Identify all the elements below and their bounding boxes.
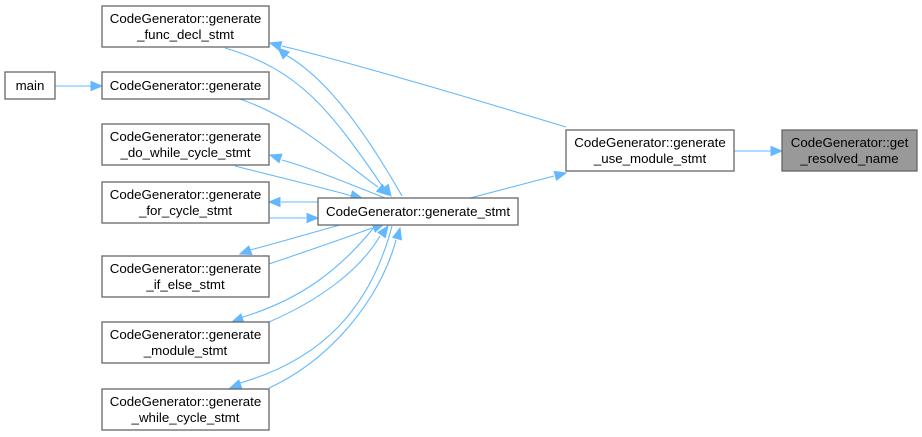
- node-for-cycle[interactable]: CodeGenerator::generate_for_cycle_stmt: [101, 181, 270, 224]
- arrowhead-icon: [375, 183, 390, 196]
- edge-while_cycle-to-stmt: [268, 226, 403, 389]
- arrowhead-icon: [553, 170, 568, 182]
- edge-line: [268, 235, 381, 323]
- node-box: [781, 129, 918, 172]
- edge-stmt-to-while_cycle: [228, 225, 393, 389]
- node-label: _while_cycle_stmt: [131, 410, 240, 425]
- node-func-decl[interactable]: CodeGenerator::generate_func_decl_stmt: [101, 5, 270, 48]
- edge-stmt-to-for_cycle: [267, 196, 318, 208]
- arrowhead-icon: [228, 379, 243, 389]
- arrowhead-icon: [90, 80, 104, 92]
- node-label: CodeGenerator::generate: [110, 327, 262, 342]
- edge-use_module-to-func_decl: [268, 41, 567, 128]
- edge-stmt-to-use_module: [469, 170, 568, 199]
- node-do-while[interactable]: CodeGenerator::generate_do_while_cycle_s…: [101, 123, 270, 166]
- node-label: CodeGenerator::generate: [574, 135, 726, 150]
- node-label: CodeGenerator::generate: [110, 78, 262, 93]
- edge-line: [281, 159, 386, 199]
- node-label: _for_cycle_stmt: [138, 203, 232, 218]
- node-box: [101, 123, 270, 166]
- edge-line: [268, 227, 373, 265]
- edge-line: [239, 225, 393, 384]
- arrowhead-icon: [391, 226, 403, 241]
- node-if-else[interactable]: CodeGenerator::generate_if_else_stmt: [101, 255, 270, 298]
- node-box: [565, 129, 735, 172]
- edge-line: [224, 47, 384, 188]
- node-use-module[interactable]: CodeGenerator::generate_use_module_stmt: [565, 129, 735, 172]
- arrowhead-icon: [230, 313, 245, 323]
- node-label: CodeGenerator::generate: [110, 11, 262, 26]
- arrowhead-icon: [267, 196, 281, 208]
- node-label: CodeGenerator::generate: [110, 394, 262, 409]
- node-label: _resolved_name: [799, 151, 898, 166]
- node-box: [101, 388, 270, 431]
- edge-line: [281, 45, 567, 128]
- node-label: CodeGenerator::generate_stmt: [326, 204, 510, 219]
- edge-stmt-to-if_else: [238, 224, 341, 255]
- node-label: CodeGenerator::generate: [110, 261, 262, 276]
- edge-line: [268, 239, 397, 389]
- node-box: [101, 181, 270, 224]
- edge-module-to-stmt: [268, 224, 389, 323]
- node-while-cycle[interactable]: CodeGenerator::generate_while_cycle_stmt: [101, 388, 270, 431]
- arrowhead-icon: [770, 145, 784, 157]
- arrowhead-icon: [277, 47, 291, 60]
- edge-line: [469, 175, 555, 199]
- node-label: CodeGenerator::generate: [110, 187, 262, 202]
- node-label: _func_decl_stmt: [136, 27, 234, 42]
- edge-stmt-to-func_decl: [277, 47, 403, 197]
- arrowhead-icon: [238, 245, 253, 255]
- edge-stmt-to-do_while: [268, 153, 386, 199]
- node-resolved: CodeGenerator::get_resolved_name: [781, 129, 918, 172]
- edge-line: [239, 225, 376, 319]
- edge-line: [249, 224, 341, 251]
- node-box: [4, 71, 56, 100]
- node-box: [101, 321, 270, 364]
- edge-if_else-to-stmt: [268, 223, 386, 265]
- edge-use_module-to-resolved: [734, 145, 784, 157]
- node-label: main: [16, 78, 45, 93]
- node-box: [101, 5, 270, 48]
- arrowhead-icon: [377, 224, 389, 239]
- node-label: _use_module_stmt: [593, 151, 707, 166]
- node-label: CodeGenerator::generate: [110, 129, 262, 144]
- node-label: _do_while_cycle_stmt: [119, 145, 250, 160]
- node-label: CodeGenerator::get: [791, 135, 909, 150]
- node-label: _if_else_stmt: [145, 277, 225, 292]
- node-label: _module_stmt: [143, 343, 228, 358]
- edge-line: [239, 98, 379, 188]
- arrowhead-icon: [306, 212, 320, 224]
- edge-line: [285, 54, 403, 197]
- node-stmt[interactable]: CodeGenerator::generate_stmt: [317, 197, 519, 226]
- edge-generate-to-stmt: [239, 98, 390, 196]
- edge-line: [234, 165, 353, 197]
- node-box: [101, 255, 270, 298]
- edge-main-to-generate: [55, 80, 104, 92]
- edge-for_cycle-to-stmt: [269, 212, 320, 224]
- arrowhead-icon: [268, 153, 283, 164]
- node-module[interactable]: CodeGenerator::generate_module_stmt: [101, 321, 270, 364]
- node-box: [101, 71, 270, 100]
- node-main[interactable]: main: [4, 71, 56, 100]
- node-generate[interactable]: CodeGenerator::generate: [101, 71, 270, 100]
- node-box: [317, 197, 519, 226]
